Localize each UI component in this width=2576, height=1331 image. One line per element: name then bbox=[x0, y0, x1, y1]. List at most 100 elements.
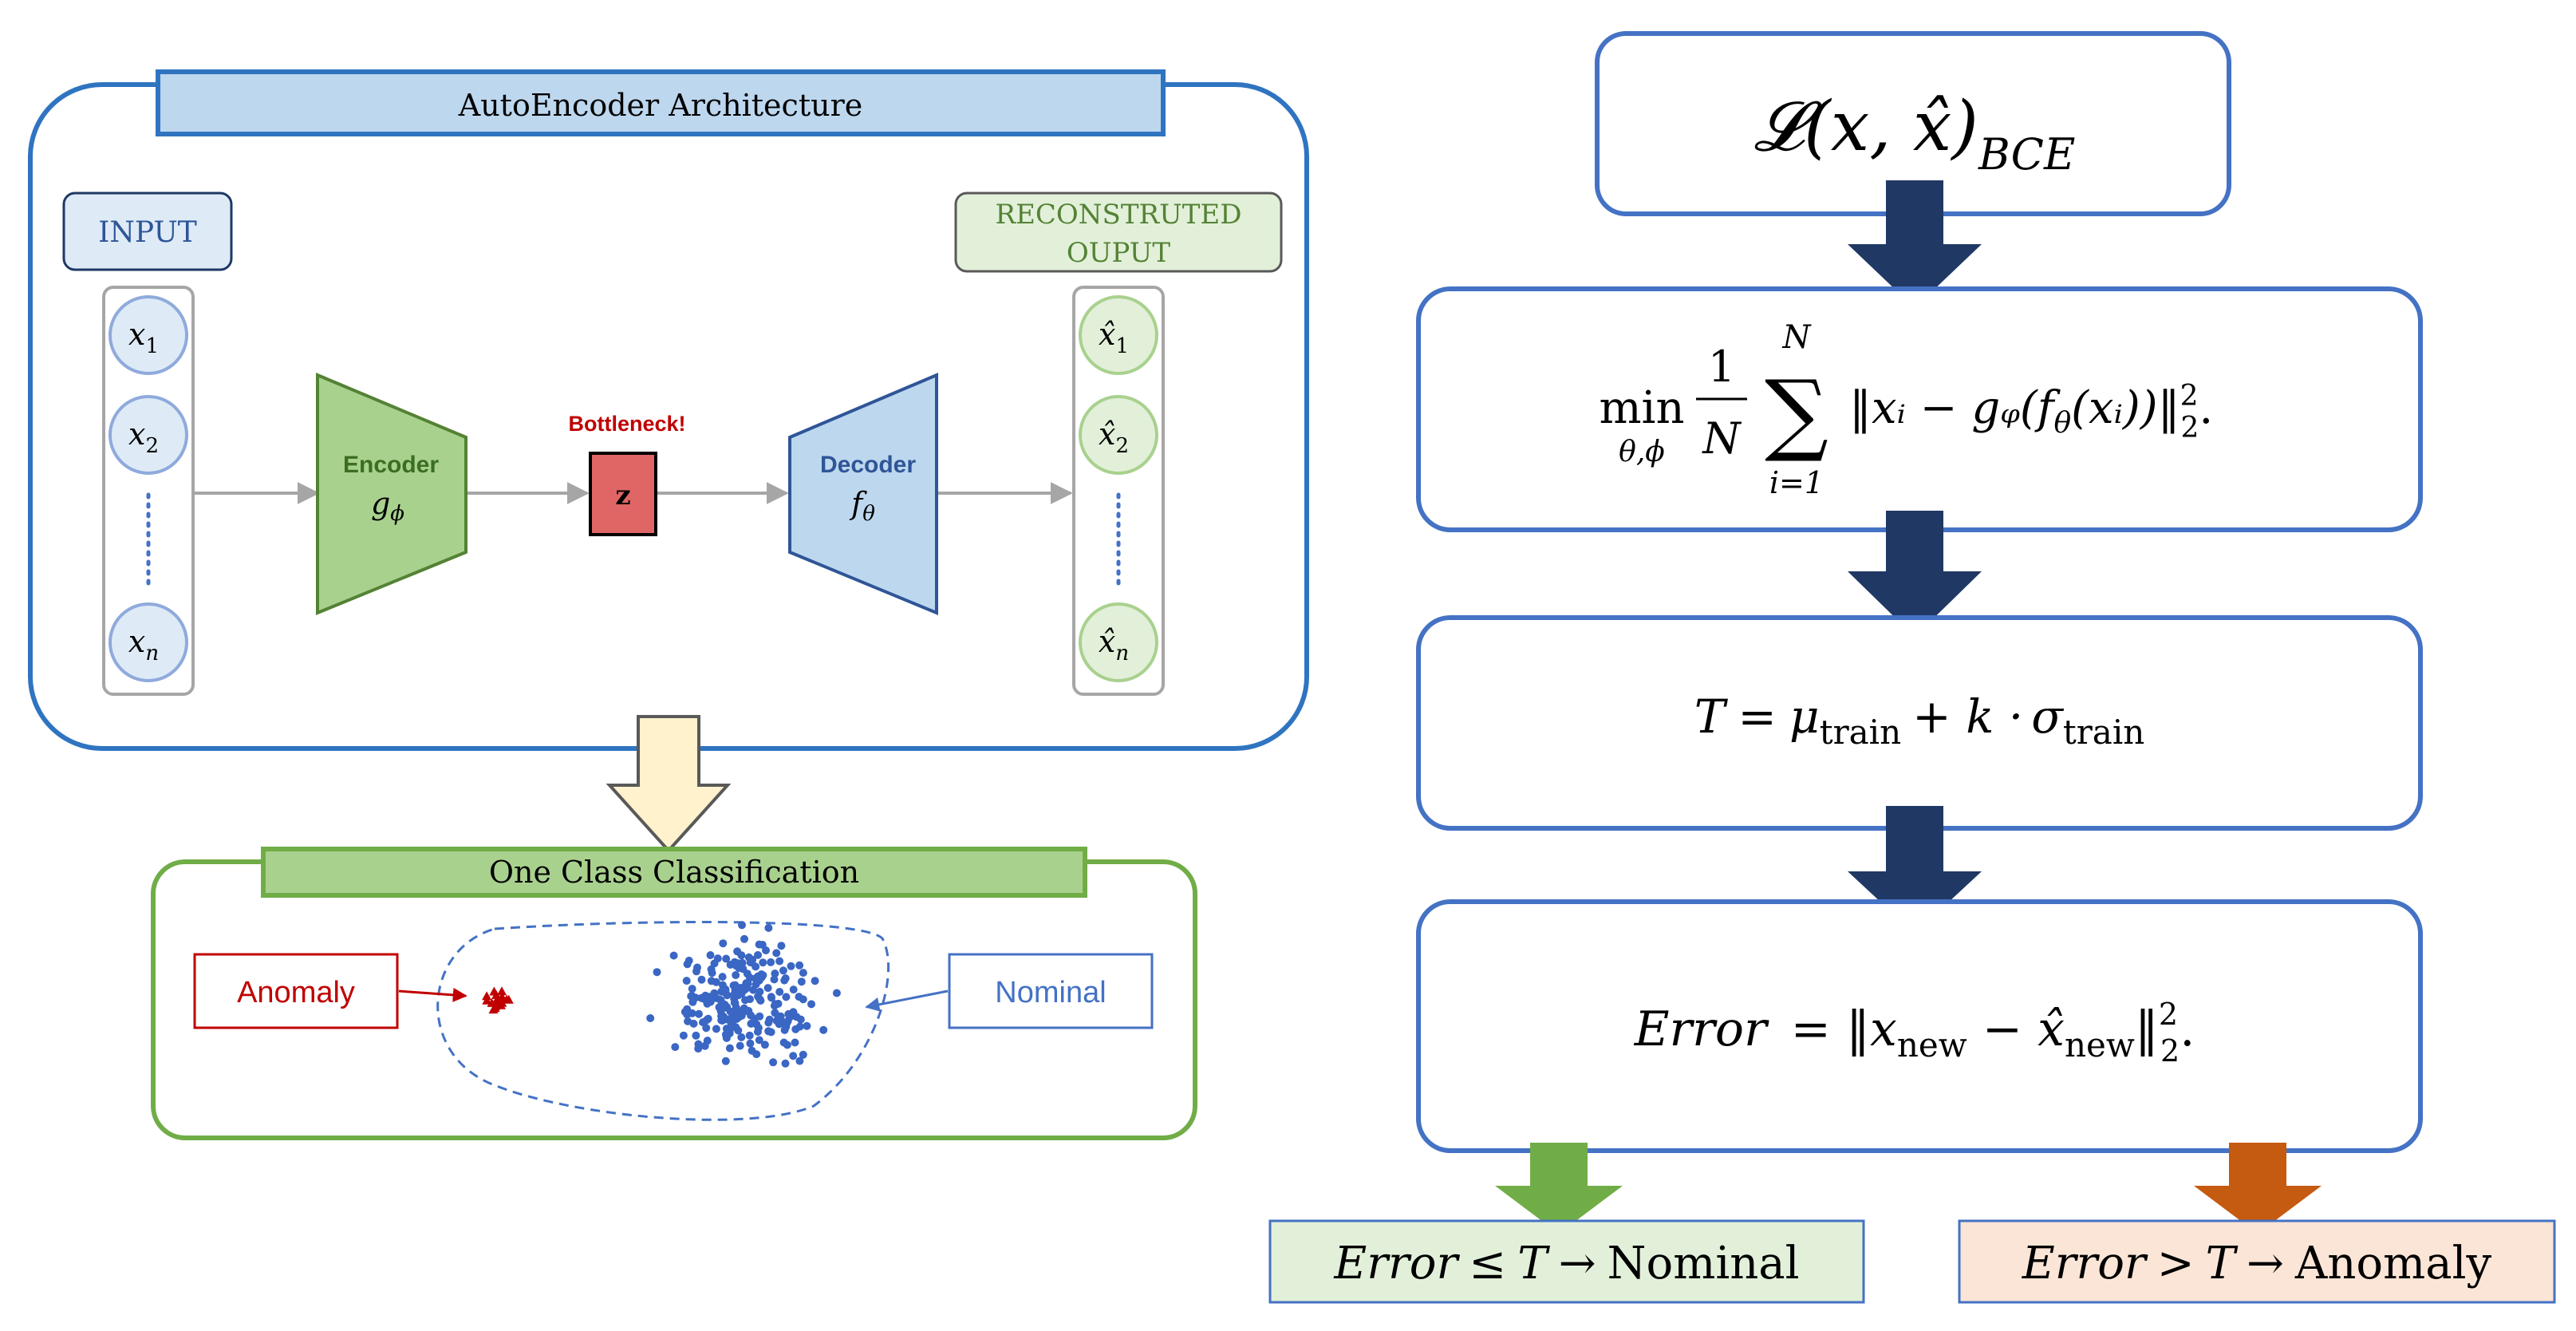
decision-boundary bbox=[436, 920, 890, 1121]
flow-arrow-1 bbox=[1848, 180, 1982, 308]
nominal-point bbox=[755, 1012, 764, 1021]
decoder-fn-sub: θ bbox=[862, 502, 875, 526]
anomaly-rule-var: T bbox=[2206, 1238, 2239, 1290]
svg-text:x̂2: x̂2 bbox=[1099, 417, 1129, 458]
nominal-point bbox=[764, 923, 773, 932]
nominal-point bbox=[771, 1000, 779, 1009]
loss-main: 𝓛(x, x̂) bbox=[1754, 87, 1978, 167]
nominal-point bbox=[746, 1039, 755, 1048]
objective-body: ‖xᵢ − gᵩ(f bbox=[1849, 382, 2061, 434]
input-label: INPUT bbox=[98, 216, 197, 249]
nominal-pointer bbox=[865, 989, 949, 1012]
anomaly-point bbox=[482, 991, 492, 1001]
bottleneck-label: Bottleneck! bbox=[568, 412, 685, 436]
nominal-point bbox=[797, 978, 806, 986]
nominal-point bbox=[653, 968, 661, 977]
nominal-point bbox=[735, 964, 744, 973]
nominal-point bbox=[725, 1029, 734, 1037]
error-sub: 2 bbox=[2160, 1033, 2180, 1068]
nominal-point bbox=[694, 1040, 703, 1049]
output-node-2-sub: 2 bbox=[1115, 434, 1129, 458]
flow-arrow-2 bbox=[1848, 511, 1982, 637]
anomaly-label: Anomaly bbox=[237, 976, 355, 1009]
nominal-point bbox=[742, 1006, 751, 1015]
nominal-point bbox=[712, 1025, 720, 1033]
nominal-point bbox=[669, 951, 678, 960]
nominal-label: Nominal bbox=[995, 976, 1106, 1009]
nominal-point bbox=[682, 977, 691, 985]
nominal-point bbox=[697, 975, 706, 984]
nominal-point bbox=[767, 993, 775, 1001]
objective-sum-bottom: i=1 bbox=[1769, 465, 1824, 500]
error-box bbox=[1416, 899, 2423, 1153]
nominal-cluster bbox=[646, 921, 841, 1068]
nominal-point bbox=[730, 998, 739, 1007]
nominal-point bbox=[671, 1043, 680, 1052]
nominal-point bbox=[692, 967, 700, 976]
objective-body-theta: θ bbox=[2053, 407, 2071, 440]
nominal-rule-op: ≤ bbox=[1469, 1238, 1506, 1290]
output-label-line1: RECONSTRUTED bbox=[995, 199, 1241, 231]
nominal-rule-box bbox=[1268, 1219, 1865, 1304]
green-down-arrow bbox=[1495, 1143, 1623, 1234]
nominal-point bbox=[744, 953, 753, 962]
output-node-1 bbox=[1079, 295, 1158, 375]
nominal-point bbox=[738, 921, 746, 930]
nominal-point bbox=[791, 1038, 799, 1047]
nominal-point bbox=[754, 950, 762, 959]
nominal-point bbox=[754, 972, 762, 981]
nominal-point bbox=[755, 1036, 763, 1045]
output-node-n-sub: n bbox=[1115, 642, 1129, 666]
nominal-point bbox=[777, 942, 786, 950]
encoder-fn-sub: ϕ bbox=[390, 502, 404, 526]
svg-text:Error= ‖xnew − x̂new‖22.: Error= ‖xnew − x̂new‖22. bbox=[1634, 997, 2195, 1068]
objective-sum: ∑ bbox=[1765, 361, 1828, 465]
threshold-mu: μ bbox=[1789, 689, 1820, 744]
nominal-point bbox=[688, 985, 696, 993]
nominal-point bbox=[791, 1025, 800, 1033]
nominal-point bbox=[782, 993, 791, 1001]
objective-body-tail: (xᵢ))‖ bbox=[2071, 382, 2180, 434]
error-word: Error bbox=[1634, 1001, 1769, 1057]
nominal-point bbox=[737, 1033, 746, 1041]
nominal-point bbox=[710, 989, 719, 997]
threshold-sigma: σ bbox=[2031, 689, 2064, 744]
error-minus: − x̂ bbox=[1967, 1001, 2065, 1057]
anomaly-point bbox=[493, 994, 503, 1004]
nominal-point bbox=[707, 977, 716, 985]
objective-norm-sub: 2 bbox=[2180, 412, 2199, 444]
error-eq: = ‖x bbox=[1791, 1001, 1897, 1057]
nominal-point bbox=[772, 949, 781, 958]
nominal-point bbox=[767, 1028, 775, 1037]
error-close: ‖ bbox=[2135, 1001, 2159, 1057]
input-node-n-sub: n bbox=[145, 642, 159, 666]
loss-sub: BCE bbox=[1978, 129, 2075, 180]
svg-text:gϕ: gϕ bbox=[371, 486, 404, 526]
nominal-point bbox=[760, 1041, 769, 1049]
input-node-1 bbox=[108, 295, 188, 375]
nominal-point bbox=[767, 958, 775, 966]
nominal-point bbox=[795, 961, 804, 970]
nominal-rule-label: Nominal bbox=[1608, 1238, 1800, 1290]
nominal-label-box bbox=[948, 953, 1154, 1029]
bottleneck-block bbox=[589, 452, 657, 536]
output-node-2-base: x̂ bbox=[1099, 417, 1115, 452]
decoder-label: Decoder bbox=[820, 452, 916, 478]
input-node-1-base: x bbox=[128, 317, 145, 352]
anomaly-point bbox=[497, 986, 507, 996]
nominal-point bbox=[713, 954, 722, 963]
input-label-box bbox=[62, 192, 233, 271]
nominal-point bbox=[733, 947, 742, 956]
svg-text:T=μtrain+ k ·σtrain: T=μtrain+ k ·σtrain bbox=[1694, 689, 2145, 752]
nominal-point bbox=[736, 1041, 744, 1050]
svg-text:x2: x2 bbox=[128, 417, 159, 458]
input-column bbox=[102, 286, 195, 696]
nominal-point bbox=[751, 962, 760, 971]
nominal-point bbox=[692, 1031, 700, 1040]
nominal-point bbox=[799, 969, 807, 978]
anomaly-rule-box bbox=[1958, 1219, 2556, 1304]
nominal-point bbox=[742, 979, 751, 988]
nominal-rule-var: T bbox=[1517, 1238, 1550, 1290]
